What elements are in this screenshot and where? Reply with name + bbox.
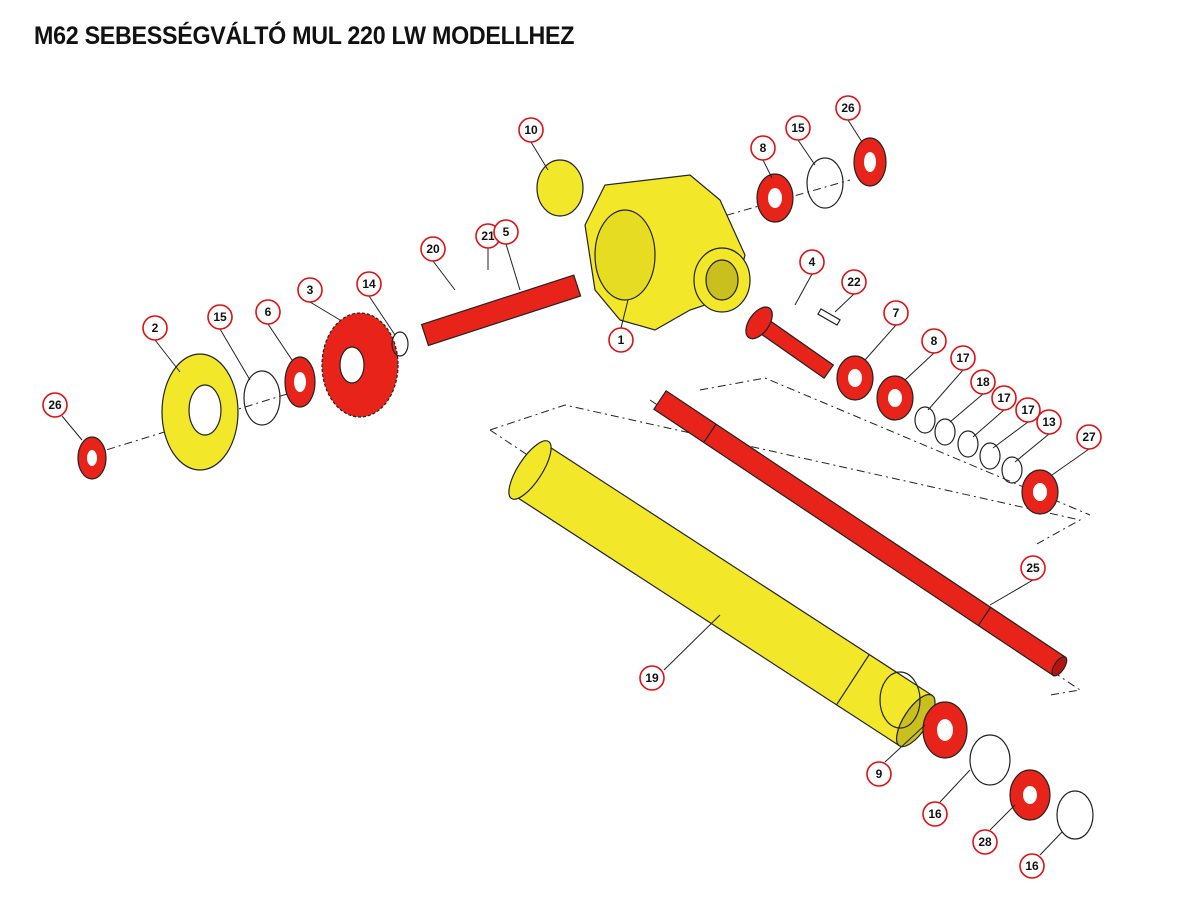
callout-6: 6 — [255, 299, 281, 325]
callout-15: 15 — [785, 115, 811, 141]
part-10-cap — [536, 159, 584, 217]
leader-lines — [61, 119, 1090, 856]
svg-text:2: 2 — [152, 321, 159, 335]
diagram-title: M62 SEBESSÉGVÁLTÓ MUL 220 LW MODELLHEZ — [34, 22, 575, 50]
part-1-gearbox-housing — [584, 174, 751, 331]
part-25-shaft — [653, 390, 1068, 677]
callout-27: 27 — [1076, 424, 1102, 450]
part-4-pinion-shaft — [745, 306, 835, 380]
svg-text:8: 8 — [760, 141, 767, 155]
svg-text:15: 15 — [791, 121, 805, 135]
callout-5: 5 — [493, 219, 519, 245]
callout-19: 19 — [639, 665, 665, 691]
svg-text:16: 16 — [928, 807, 942, 821]
callout-4: 4 — [799, 249, 825, 275]
callout-7: 7 — [883, 300, 909, 326]
callout-1: 1 — [608, 327, 634, 353]
callout-8-right: 8 — [921, 328, 947, 354]
svg-text:28: 28 — [978, 835, 992, 849]
svg-text:10: 10 — [524, 123, 538, 137]
callout-26: 26 — [835, 95, 861, 121]
svg-text:26: 26 — [841, 101, 855, 115]
callout-9: 9 — [866, 761, 892, 787]
callout-15-left: 15 — [207, 304, 233, 330]
callout-18: 18 — [970, 369, 996, 395]
callout-2: 2 — [142, 315, 168, 341]
callout-20: 20 — [420, 236, 446, 262]
svg-text:21: 21 — [481, 229, 495, 243]
callout-17: 17 — [950, 345, 976, 371]
callout-26-left: 26 — [42, 392, 68, 418]
svg-text:8: 8 — [931, 334, 938, 348]
callout-16: 16 — [922, 801, 948, 827]
svg-text:22: 22 — [847, 275, 861, 289]
callout-28: 28 — [972, 829, 998, 855]
svg-text:25: 25 — [1026, 561, 1040, 575]
part-3-gear — [321, 312, 399, 418]
svg-text:14: 14 — [362, 277, 376, 291]
callout-13: 13 — [1036, 409, 1062, 435]
svg-text:7: 7 — [893, 306, 900, 320]
svg-text:6: 6 — [265, 305, 272, 319]
part-5-shaft — [420, 274, 582, 347]
part-19-tube — [508, 440, 936, 748]
svg-text:26: 26 — [48, 398, 62, 412]
svg-text:4: 4 — [809, 255, 816, 269]
svg-text:5: 5 — [503, 225, 510, 239]
svg-text:13: 13 — [1042, 415, 1056, 429]
callout-17-b: 17 — [991, 385, 1017, 411]
svg-text:17: 17 — [1021, 403, 1035, 417]
svg-text:18: 18 — [976, 375, 990, 389]
part-2-flange — [161, 353, 239, 471]
svg-text:20: 20 — [426, 242, 440, 256]
callout-17-c: 17 — [1015, 397, 1041, 423]
callout-22: 22 — [841, 269, 867, 295]
svg-text:9: 9 — [876, 767, 883, 781]
svg-text:17: 17 — [997, 391, 1011, 405]
callout-14: 14 — [356, 271, 382, 297]
part-22-key — [817, 308, 841, 326]
callout-10: 10 — [518, 117, 544, 143]
callout-3: 3 — [297, 277, 323, 303]
svg-text:17: 17 — [956, 351, 970, 365]
bearings-and-rings — [77, 137, 1094, 840]
callout-25: 25 — [1020, 555, 1046, 581]
svg-text:19: 19 — [645, 671, 659, 685]
callout-8: 8 — [750, 135, 776, 161]
svg-text:3: 3 — [307, 283, 314, 297]
svg-text:15: 15 — [213, 310, 227, 324]
svg-text:1: 1 — [618, 333, 625, 347]
svg-text:16: 16 — [1025, 859, 1039, 873]
callout-16-b: 16 — [1019, 853, 1045, 879]
svg-text:27: 27 — [1082, 430, 1096, 444]
